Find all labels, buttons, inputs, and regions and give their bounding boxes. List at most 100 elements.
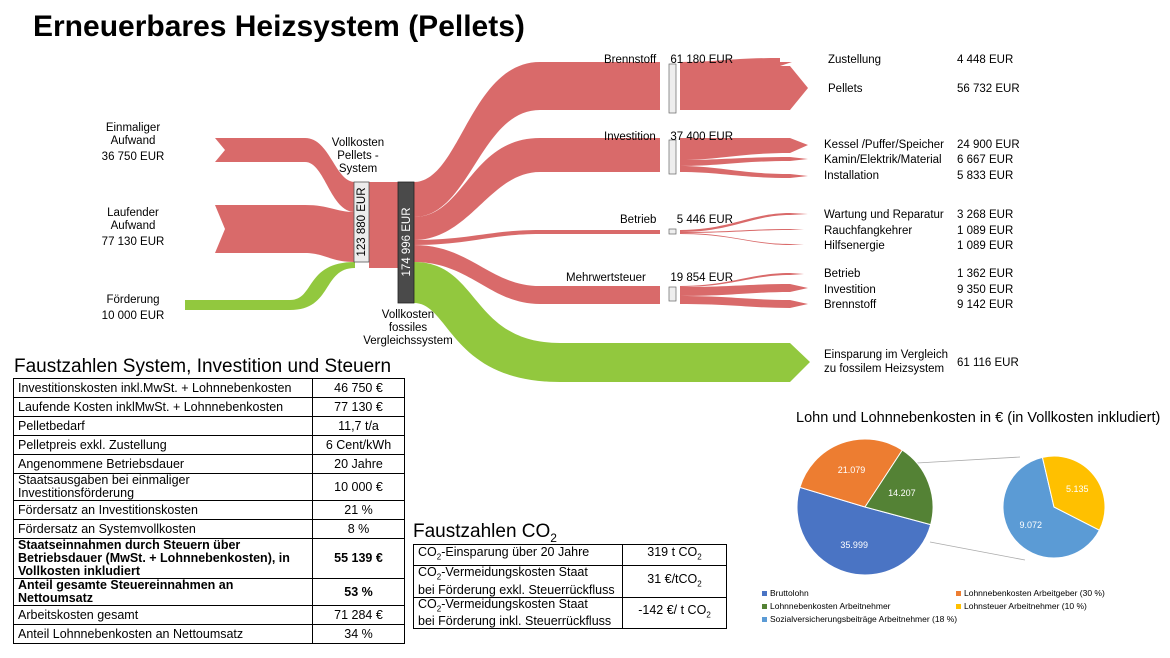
item-label: Rauchfangkehrer [824,225,912,237]
fact-value: 21 % [312,500,405,520]
fact-value: 11,7 t/a [312,416,405,436]
input-value: 10 000 EUR [102,310,165,322]
flow-kessel [680,138,808,160]
flow-laufend [215,205,355,262]
node-pellets-label: System [339,163,377,175]
fact-label: CO2-Einsparung über 20 Jahre [413,544,623,566]
sub-pie-slice [1041,455,1106,531]
flow-foerderung [185,262,355,310]
flow-einmalig [215,138,355,212]
fact-label: Staatsausgaben bei einmaliger Investitio… [13,473,313,501]
fact-value: 319 t CO2 [622,544,727,566]
table-row: Staatsausgaben bei einmaliger Investitio… [13,473,405,501]
item-value: 1 089 EUR [957,240,1013,252]
branch-node-3 [668,286,677,302]
main-pie-slice [864,449,934,526]
item-value: 56 732 EUR [957,83,1020,95]
fact-value: 71 284 € [312,605,405,625]
branch-name: Brennstoff [604,54,657,66]
item-label: Pellets [828,83,863,95]
legend-item: Lohnnebenkosten Arbeitnehmer [762,601,891,611]
legend-item: Lohnnebenkosten Arbeitgeber (30 %) [956,588,1105,598]
flow-einsparung [414,262,810,382]
facts-system-title: Faustzahlen System, Investition und Steu… [14,356,392,377]
item-value: 3 268 EUR [957,209,1013,221]
savings-label: zu fossilem Heizsystem [824,363,944,375]
node-pellets-value: 123 880 EUR [356,187,368,256]
flow-zustellung [680,58,792,66]
item-label: Wartung und Reparatur [824,209,944,221]
fact-label: Anteil gesamte Steuereinnahmen an Nettou… [13,578,313,606]
legend-label: Lohnnebenkosten Arbeitnehmer [770,601,891,611]
branch-value: 61 180 EUR [670,54,733,66]
table-row: Laufende Kosten inklMwSt. + Lohnnebenkos… [13,397,405,417]
fact-label: Laufende Kosten inklMwSt. + Lohnnebenkos… [13,397,313,417]
input-label: Aufwand [111,135,156,147]
fact-label: Pelletpreis exkl. Zustellung [13,435,313,455]
sub-pie-label: 5.135 [1066,484,1089,494]
item-value: 9 142 EUR [957,299,1013,311]
table-row: Staatseinnahmen durch Steuern über Betri… [13,538,405,579]
legend-label: Lohnsteuer Arbeitnehmer (10 %) [964,601,1087,611]
savings-label: Einsparung im Vergleich [824,349,948,361]
node-fossil-value: 174 996 EUR [401,207,413,276]
fact-label: Fördersatz an Investitionskosten [13,500,313,520]
facts-system-table: Investitionskosten inkl.MwSt. + Lohnnebe… [13,378,405,644]
fact-value: 8 % [312,519,405,539]
branch-name: Mehrwertsteuer [566,272,646,284]
flow-hilfsenergie [680,233,804,245]
fact-label: Arbeitskosten gesamt [13,605,313,625]
flow-betrieb [414,230,660,245]
flow-rauchfang [680,229,804,233]
flow-investition [414,138,660,240]
legend-label: Bruttolohn [770,588,809,598]
branch-node-0 [668,63,677,114]
item-value: 9 350 EUR [957,284,1013,296]
branch-node-2 [668,228,677,235]
item-value: 4 448 EUR [957,54,1013,66]
item-label: Betrieb [824,268,860,280]
fact-label: Staatseinnahmen durch Steuern über Betri… [13,538,313,579]
legend-item: Bruttolohn [762,588,809,598]
node-pellets [353,181,370,263]
item-value: 1 089 EUR [957,225,1013,237]
item-value: 24 900 EUR [957,139,1020,151]
legend-swatch [762,617,767,623]
input-label: Laufender [107,207,159,219]
savings-value: 61 116 EUR [957,357,1019,369]
flow-mwst [414,245,660,304]
legend-swatch [762,604,767,610]
branch-node-1 [668,139,677,175]
flow-pellets-node [369,182,398,268]
fact-value: 31 €/tCO2 [622,565,727,598]
main-pie-label: 14.207 [888,488,916,498]
branch-name: Betrieb [620,214,656,226]
flow-kamin [680,157,808,166]
legend-swatch [956,591,961,597]
item-value: 1 362 EUR [957,268,1013,280]
node-fossil [397,181,415,304]
main-pie-slice [799,438,903,508]
item-label: Hilfsenergie [824,240,885,252]
node-pellets-label: Vollkosten [332,137,384,149]
fact-label: Anteil Lohnnebenkosten an Nettoumsatz [13,624,313,644]
flow-mwst-betrieb [680,273,804,287]
pie-chart-title: Lohn und Lohnnebenkosten in € (in Vollko… [796,410,1161,426]
item-label: Brennstoff [824,299,877,311]
sub-pie-slice [1002,456,1101,559]
input-label: Förderung [106,294,159,306]
flow-mwst-investition [680,284,808,296]
fact-value: 20 Jahre [312,454,405,474]
legend-item: Lohnsteuer Arbeitnehmer (10 %) [956,601,1087,611]
node-fossil-label: Vollkosten [382,309,434,321]
